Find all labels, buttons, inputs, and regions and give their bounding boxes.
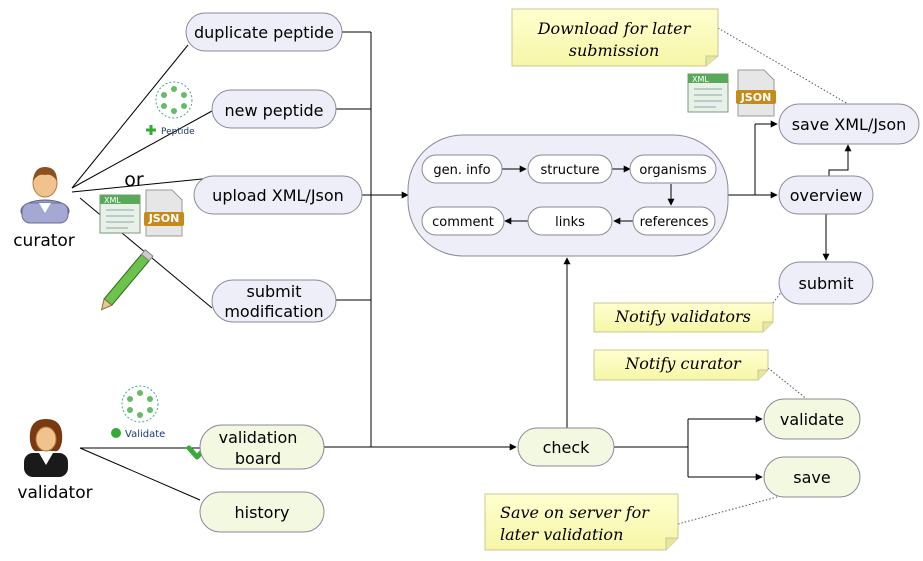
json-label: JSON bbox=[148, 212, 180, 225]
validate-node[interactable]: validate bbox=[763, 398, 861, 440]
submit-modification-label-2: modification bbox=[224, 302, 323, 321]
history-label: history bbox=[234, 503, 289, 522]
validate-label: validate bbox=[780, 410, 844, 429]
curator-label: curator bbox=[13, 231, 75, 251]
peptide-icon-label: Peptide bbox=[161, 127, 195, 137]
xml-label-download: XML bbox=[692, 75, 709, 84]
gen-info-label: gen. info bbox=[433, 163, 490, 178]
or-label: or bbox=[124, 169, 144, 191]
note-save-server-line-1: Save on server for bbox=[500, 503, 650, 522]
xml-file-icon-download bbox=[687, 73, 729, 113]
editor-step-organisms[interactable]: organisms bbox=[629, 154, 717, 184]
validator-icon bbox=[24, 419, 68, 477]
connections bbox=[71, 31, 852, 501]
overview-node[interactable]: overview bbox=[778, 175, 874, 215]
structure-label: structure bbox=[541, 163, 600, 178]
validation-board-label-1: validation bbox=[219, 428, 298, 447]
validate-icon bbox=[121, 385, 159, 423]
submit-modification-node[interactable]: submit modification bbox=[211, 279, 337, 323]
submit-node[interactable]: submit bbox=[778, 261, 874, 305]
duplicate-peptide-node[interactable]: duplicate peptide bbox=[185, 12, 343, 52]
json-label-download: JSON bbox=[740, 91, 772, 104]
add-icon bbox=[146, 125, 156, 135]
note-notify-curator: Notify curator bbox=[593, 349, 769, 381]
peptide-editor bbox=[407, 134, 729, 257]
editor-step-references[interactable]: references bbox=[632, 206, 716, 236]
note-save-server: Save on server for later validation bbox=[484, 493, 679, 551]
organisms-label: organisms bbox=[639, 163, 707, 178]
editor-step-connectors bbox=[502, 165, 675, 225]
links-label: links bbox=[555, 215, 585, 230]
references-label: references bbox=[640, 215, 709, 230]
note-connectors bbox=[677, 27, 849, 525]
note-save-server-line-2: later validation bbox=[500, 525, 623, 544]
validator-label: validator bbox=[17, 483, 92, 503]
save-node[interactable]: save bbox=[763, 456, 861, 498]
submit-modification-label-1: submit bbox=[247, 282, 302, 301]
note-download: Download for later submission bbox=[511, 8, 719, 67]
editor-step-comment[interactable]: comment bbox=[421, 206, 505, 236]
note-download-line-1: Download for later bbox=[537, 19, 692, 38]
pencil-icon bbox=[100, 249, 154, 311]
editor-step-gen-info[interactable]: gen. info bbox=[421, 154, 503, 184]
validate-badge-icon bbox=[111, 428, 121, 438]
save-xml-json-node[interactable]: save XML/Json bbox=[778, 103, 920, 145]
save-xml-json-label: save XML/Json bbox=[792, 115, 907, 134]
validation-board-node[interactable]: validation board bbox=[199, 424, 325, 470]
upload-xml-json-node[interactable]: upload XML/Json bbox=[193, 175, 363, 215]
peptide-icon bbox=[155, 81, 193, 119]
note-notify-validators-text: Notify validators bbox=[614, 307, 751, 326]
new-peptide-label: new peptide bbox=[224, 101, 323, 120]
history-node[interactable]: history bbox=[199, 491, 325, 533]
editor-step-structure[interactable]: structure bbox=[527, 154, 613, 184]
validation-board-label-2: board bbox=[235, 449, 281, 468]
xml-label: XML bbox=[104, 196, 121, 205]
overview-label: overview bbox=[790, 186, 863, 205]
note-notify-validators: Notify validators bbox=[593, 302, 774, 333]
save-label: save bbox=[793, 468, 830, 487]
note-download-line-2: submission bbox=[569, 41, 660, 60]
duplicate-peptide-label: duplicate peptide bbox=[194, 23, 334, 42]
check-node[interactable]: check bbox=[517, 427, 615, 467]
new-peptide-node[interactable]: new peptide bbox=[211, 89, 337, 129]
note-notify-curator-text: Notify curator bbox=[624, 354, 742, 373]
json-file-icon-download bbox=[736, 69, 776, 117]
upload-xml-json-label: upload XML/Json bbox=[212, 186, 344, 205]
editor-step-links[interactable]: links bbox=[527, 206, 613, 236]
curator-icon bbox=[20, 167, 70, 224]
check-label: check bbox=[543, 438, 591, 457]
submit-label: submit bbox=[799, 274, 854, 293]
validate-icon-label: Validate bbox=[125, 429, 165, 440]
comment-label: comment bbox=[432, 215, 494, 230]
json-file-icon bbox=[144, 189, 184, 237]
xml-file-icon bbox=[99, 194, 141, 234]
